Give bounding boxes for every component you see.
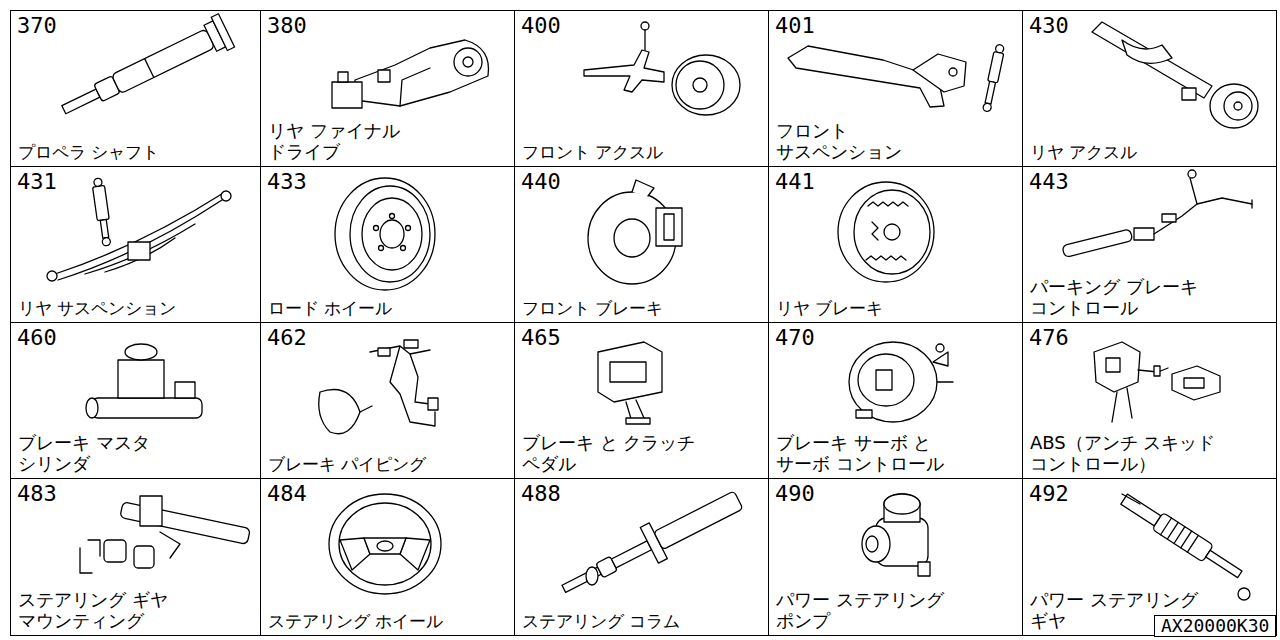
catalog-cell: 476ABS（アンチ スキッド コントロール） — [1022, 322, 1277, 479]
group-number: 460 — [17, 326, 57, 350]
part-group-name: ロード ホイール — [268, 299, 499, 319]
group-number: 470 — [775, 326, 815, 350]
catalog-cell: 483 ステアリング ギヤ マウンティング — [10, 478, 261, 636]
group-number: 400 — [521, 14, 561, 38]
catalog-cell: 490 パワー ステアリング ポンプ — [768, 478, 1023, 636]
part-group-name: ブレーキ パイピング — [268, 455, 499, 475]
front-axle-drawing — [584, 22, 740, 115]
gear-mounting-drawing — [80, 496, 250, 573]
part-group-name: フロント サスペンション — [776, 120, 920, 163]
rear-axle-drawing — [1092, 22, 1258, 128]
brake-piping-drawing — [319, 340, 438, 434]
group-number: 462 — [267, 326, 307, 350]
catalog-cell: 470 ブレーキ サーボ と サーボ コントロール — [768, 322, 1023, 479]
part-group-name: ステアリング コラム — [522, 612, 753, 632]
part-group-name: リヤ ファイナル ドライブ — [268, 120, 430, 163]
group-number: 465 — [521, 326, 561, 350]
catalog-cell: 433 ロード ホイール — [260, 166, 515, 323]
part-group-name: パワー ステアリング ポンプ — [776, 589, 956, 632]
steering-column-drawing — [555, 482, 748, 607]
road-wheel-drawing — [335, 178, 435, 290]
group-number: 440 — [521, 170, 561, 194]
group-number: 483 — [17, 482, 57, 506]
part-group-name: ブレーキ と クラッチ ペダル — [522, 432, 720, 475]
group-number: 484 — [267, 482, 307, 506]
final-drive-drawing — [332, 40, 489, 108]
part-group-name: プロペラ シャフト — [18, 143, 249, 163]
ps-gear-drawing — [1119, 491, 1250, 600]
part-group-name: パーキング ブレーキ コントロール — [1030, 276, 1228, 319]
catalog-cell: 488 ステアリング コラム — [514, 478, 769, 636]
group-number: 488 — [521, 482, 561, 506]
ps-pump-drawing — [862, 494, 930, 576]
catalog-cell: 440 フロント ブレーキ — [514, 166, 769, 323]
front-brake-drawing — [588, 180, 682, 284]
part-group-name: リヤ ブレーキ — [776, 299, 1007, 319]
catalog-cell: 431 リヤ サスペンション — [10, 166, 261, 323]
part-group-name: ブレーキ マスタ シリンダ — [18, 432, 180, 475]
part-group-name: ABS（アンチ スキッド コントロール） — [1030, 432, 1242, 475]
group-number: 476 — [1029, 326, 1069, 350]
group-number: 433 — [267, 170, 307, 194]
group-number: 380 — [267, 14, 307, 38]
group-number: 490 — [775, 482, 815, 506]
figure-code: AX20000K30 — [1161, 615, 1269, 636]
part-group-name: リヤ サスペンション — [18, 299, 249, 319]
catalog-cell: 492パワー ステアリング ギヤ — [1022, 478, 1277, 636]
front-suspension-drawing — [788, 44, 1005, 113]
part-group-name: ブレーキ サーボ と サーボ コントロール — [776, 432, 956, 475]
catalog-cell: 380 リヤ ファイナル ドライブ — [260, 10, 515, 167]
group-number: 401 — [775, 14, 815, 38]
catalog-cell: 462 ブレーキ パイピング — [260, 322, 515, 479]
group-number: 492 — [1029, 482, 1069, 506]
brake-servo-drawing — [849, 342, 953, 422]
catalog-cell: 400 フロント アクスル — [514, 10, 769, 167]
parking-brake-drawing — [1062, 170, 1252, 257]
part-group-name: ステアリング ホイール — [268, 612, 499, 632]
pedal-drawing — [598, 342, 662, 424]
rear-suspension-drawing — [47, 177, 231, 281]
catalog-cell: 484 ステアリング ホイール — [260, 478, 515, 636]
rear-brake-drawing — [838, 182, 934, 282]
part-group-name: ステアリング ギヤ マウンティング — [18, 589, 180, 632]
propeller-shaft-drawing — [56, 14, 235, 127]
steering-wheel-drawing — [329, 494, 441, 594]
catalog-cell: 430 リヤ アクスル — [1022, 10, 1277, 167]
master-cylinder-drawing — [86, 344, 202, 418]
part-group-name: フロント アクスル — [522, 143, 753, 163]
catalog-cell: 465 ブレーキ と クラッチ ペダル — [514, 322, 769, 479]
part-group-name: リヤ アクスル — [1030, 143, 1261, 163]
figure-code-box: AX20000K30 — [1154, 615, 1276, 637]
catalog-cell: 441 リヤ ブレーキ — [768, 166, 1023, 323]
group-number: 443 — [1029, 170, 1069, 194]
catalog-cell: 443 パーキング ブレーキ コントロール — [1022, 166, 1277, 323]
catalog-cell: 401 フロント サスペンション — [768, 10, 1023, 167]
group-number: 370 — [17, 14, 57, 38]
abs-unit-drawing — [1094, 342, 1220, 422]
catalog-cell: 370 プロペラ シャフト — [10, 10, 261, 167]
catalog-cell: 460 ブレーキ マスタ シリンダ — [10, 322, 261, 479]
group-number: 431 — [17, 170, 57, 194]
group-number: 430 — [1029, 14, 1069, 38]
group-number: 441 — [775, 170, 815, 194]
part-group-name: フロント ブレーキ — [522, 299, 753, 319]
